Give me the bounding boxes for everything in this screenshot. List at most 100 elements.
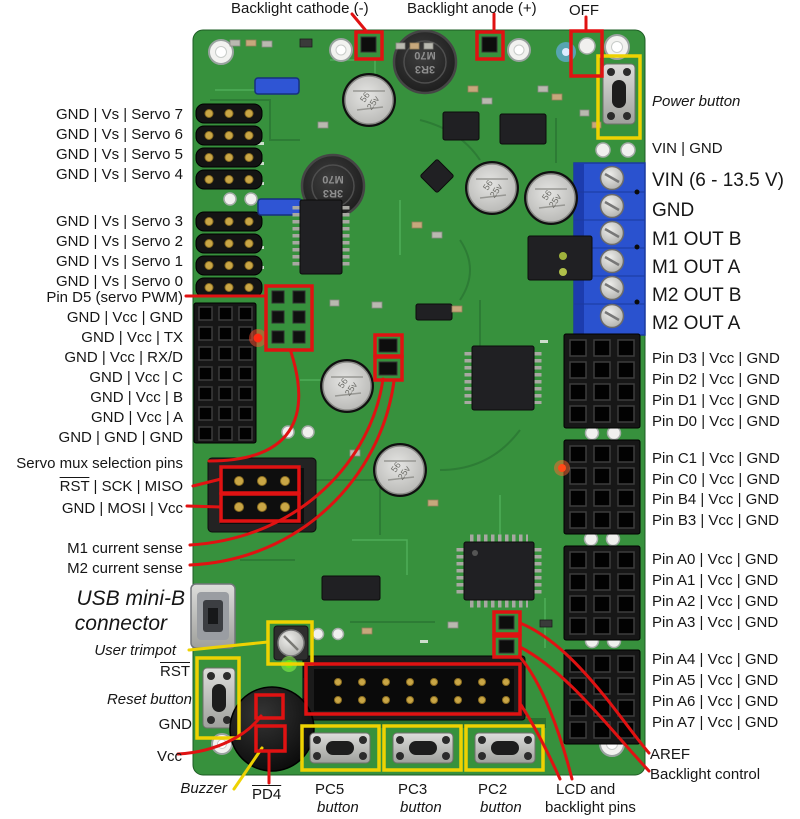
backlight-cathode-box bbox=[354, 30, 384, 61]
red-led bbox=[253, 333, 263, 343]
isp-row2-pointer-line bbox=[185, 504, 223, 509]
label-pc5: PC5 bbox=[315, 781, 345, 798]
label-vcc: Vcc bbox=[156, 748, 182, 765]
inductors: 3R3 M70 3R3 M70 bbox=[300, 29, 458, 219]
label-servo-7: GND | Vs | Servo 7 bbox=[56, 106, 183, 123]
blue-led bbox=[562, 48, 570, 56]
label-pin-d0: Pin D0 | Vcc | GND bbox=[652, 413, 780, 430]
trimpot-pointer-line bbox=[187, 640, 270, 652]
label-terminal-vin: VIN (6 - 13.5 V) bbox=[652, 170, 784, 191]
label-servo-mux: Servo mux selection pins bbox=[16, 455, 183, 472]
label-pin-a7: Pin A7 | Vcc | GND bbox=[652, 714, 779, 731]
backlight-anode-box bbox=[475, 30, 505, 61]
label-buzzer: Buzzer bbox=[180, 780, 227, 797]
dim-led-1 bbox=[559, 252, 567, 260]
comm-header-block bbox=[193, 302, 257, 444]
label-usb-line1: USB mini-B bbox=[76, 587, 185, 610]
m1-sense-pointer-line bbox=[188, 377, 385, 547]
label-isp-row1: RST | SCK | MISO bbox=[60, 478, 183, 496]
label-pin-d2: Pin D2 | Vcc | GND bbox=[652, 371, 780, 388]
label-pin-a2: Pin A2 | Vcc | GND bbox=[652, 593, 779, 610]
label-user-trimpot: User trimpot bbox=[94, 642, 176, 659]
label-terminal-m1b: M1 OUT B bbox=[652, 229, 742, 250]
servo-mux-pointer-line bbox=[207, 350, 301, 463]
label-servo-3: GND | Vs | Servo 3 bbox=[56, 213, 183, 230]
label-off: OFF bbox=[569, 2, 599, 19]
label-pin-a1: Pin A1 | Vcc | GND bbox=[652, 572, 779, 589]
label-terminal-gnd: GND bbox=[652, 200, 695, 221]
label-m2-sense: M2 current sense bbox=[67, 560, 183, 577]
label-servo-2: GND | Vs | Servo 2 bbox=[56, 233, 183, 250]
label-isp-rst: RST bbox=[59, 478, 90, 495]
label-pc3-button: button bbox=[400, 799, 442, 816]
label-isp-row2: GND | MOSI | Vcc bbox=[61, 500, 183, 517]
via-pads bbox=[223, 142, 636, 649]
label-servo-0: GND | Vs | Servo 0 bbox=[56, 273, 183, 290]
label-usb-line2: connector bbox=[74, 612, 167, 635]
pc5-button-outline bbox=[300, 724, 381, 772]
label-terminal-m2b: M2 OUT B bbox=[652, 285, 742, 306]
cathode-pointer-line bbox=[350, 12, 369, 34]
label-comm-rxd: GND | Vcc | RX/D bbox=[64, 349, 183, 366]
label-pc2: PC2 bbox=[478, 781, 508, 798]
label-pc5-button: button bbox=[317, 799, 359, 816]
lcd-header-box bbox=[304, 662, 522, 716]
label-backlight-anode: Backlight anode (+) bbox=[407, 0, 537, 17]
m2-sense-box bbox=[373, 355, 404, 382]
shorting-jumpers bbox=[254, 77, 303, 216]
label-pin-a6: Pin A6 | Vcc | GND bbox=[652, 693, 779, 710]
user-trimpot bbox=[273, 625, 309, 661]
label-comm-gnd3: GND | GND | GND bbox=[58, 429, 183, 446]
label-comm-c: GND | Vcc | C bbox=[89, 369, 183, 386]
label-pin-a5: Pin A5 | Vcc | GND bbox=[652, 672, 779, 689]
vcc-pad-box bbox=[254, 693, 285, 720]
usb-mini-b-connector bbox=[190, 583, 236, 649]
label-pin-c1: Pin C1 | Vcc | GND bbox=[652, 450, 780, 467]
label-servo-1: GND | Vs | Servo 1 bbox=[56, 253, 183, 270]
lcd-header bbox=[300, 655, 546, 728]
label-backlight-control: Backlight control bbox=[650, 766, 761, 783]
lcd-pointer-line-2 bbox=[517, 654, 574, 781]
m2-sense-pointer-line bbox=[188, 379, 396, 567]
servo-pwm-mux-pins bbox=[271, 290, 306, 344]
label-pin-a4: Pin A4 | Vcc | GND bbox=[652, 651, 779, 668]
label-vin-gnd: VIN | GND bbox=[652, 140, 723, 157]
servo-pwm-box bbox=[264, 284, 314, 352]
label-reset-button: Reset button bbox=[106, 691, 192, 708]
label-comm-tx: GND | Vcc | TX bbox=[81, 329, 183, 346]
label-pin-b3: Pin B3 | Vcc | GND bbox=[652, 512, 779, 529]
label-pin-b4: Pin B4 | Vcc | GND bbox=[652, 491, 779, 508]
label-pd4: PD4 bbox=[252, 786, 282, 803]
label-reset-gnd: GND bbox=[158, 716, 192, 733]
label-pin-a3: Pin A3 | Vcc | GND bbox=[652, 614, 779, 631]
label-lcd-line2: backlight pins bbox=[545, 799, 636, 816]
label-lcd-line1: LCD and bbox=[556, 781, 616, 798]
label-pin-a0: Pin A0 | Vcc | GND bbox=[652, 551, 779, 568]
label-pc2-button: button bbox=[480, 799, 522, 816]
pc3-button-outline bbox=[382, 724, 463, 772]
label-aref: AREF bbox=[650, 746, 691, 763]
label-isp-sck-miso: | SCK | MISO bbox=[89, 478, 183, 495]
label-m1-sense: M1 current sense bbox=[67, 540, 183, 557]
buzzer-pointer-line bbox=[232, 746, 264, 791]
inductor1-marking-line2: M70 bbox=[414, 49, 435, 61]
cap-marking: 56 bbox=[389, 460, 403, 474]
label-pin-c0: Pin C0 | Vcc | GND bbox=[652, 471, 780, 488]
red-annotations bbox=[176, 12, 651, 785]
inductor1-marking-line1: 3R3 bbox=[415, 63, 435, 75]
yellow-annotations bbox=[187, 54, 642, 791]
orange-led bbox=[558, 464, 566, 472]
backlight-control-pointer-line bbox=[518, 645, 651, 773]
reset-button-outline bbox=[195, 656, 241, 740]
annotated-pads bbox=[360, 36, 596, 654]
lcd-pointer-line-1 bbox=[519, 703, 562, 781]
label-servo-5: GND | Vs | Servo 5 bbox=[56, 146, 183, 163]
cap-marking: 56 bbox=[540, 188, 554, 202]
power-button-outline bbox=[596, 54, 642, 140]
label-power-button: Power button bbox=[652, 93, 741, 110]
dim-led-2 bbox=[559, 268, 567, 276]
label-terminal-m2a: M2 OUT A bbox=[652, 313, 741, 334]
vcc-pointer-line bbox=[176, 714, 263, 756]
status-leds bbox=[249, 42, 576, 672]
